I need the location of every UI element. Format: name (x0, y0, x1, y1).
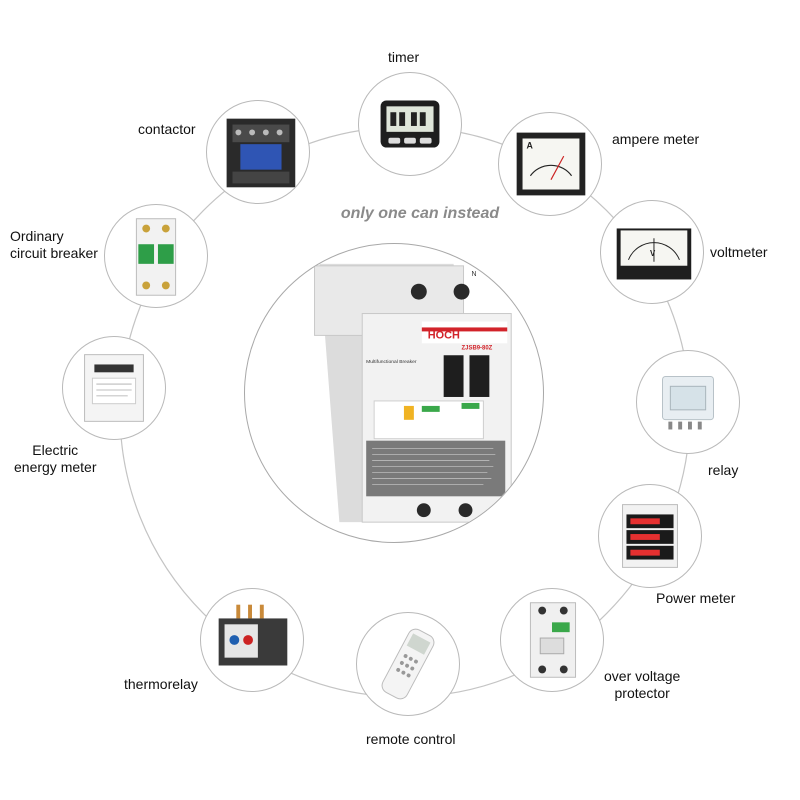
power-meter-node (598, 484, 702, 588)
ordinary-circuit-breaker-node (104, 204, 208, 308)
electric-energy-meter-icon (84, 354, 144, 422)
tagline: only one can instead (340, 205, 500, 222)
electric-energy-meter-label: Electric energy meter (14, 442, 97, 475)
electric-energy-meter-node (62, 336, 166, 440)
thermorelay-node (200, 588, 304, 692)
neutral-mark: N (471, 271, 476, 278)
voltmeter-label: voltmeter (710, 244, 768, 260)
ampere-meter-label: ampere meter (612, 131, 700, 147)
thermorelay-icon (218, 604, 288, 666)
relay-node (636, 350, 740, 454)
remote-control-icon (381, 628, 435, 700)
central-product-circle: N HOCH ZJSB9-80Z Multifunctional Breaker (244, 243, 544, 543)
contactor-icon (226, 118, 296, 188)
front-label: Multifunctional Breaker (366, 359, 417, 365)
over-voltage-protector-icon (529, 602, 577, 678)
remote-control-node (356, 612, 460, 716)
brand-logo-text: HOCH (428, 329, 460, 341)
svg-text:V: V (650, 249, 656, 258)
ordinary-circuit-breaker-label: Ordinary circuit breaker (10, 228, 98, 261)
timer-node (358, 72, 462, 176)
timer-label: timer (388, 49, 420, 65)
voltmeter-icon: V (616, 228, 692, 280)
model-text: ZJSB9-80Z (462, 345, 493, 351)
power-meter-label: Power meter (656, 590, 736, 606)
contactor-node (206, 100, 310, 204)
power-meter-icon (622, 504, 678, 568)
timer-icon (380, 100, 440, 148)
ampere-meter-node: A (498, 112, 602, 216)
remote-control-label: remote control (366, 731, 456, 747)
ordinary-circuit-breaker-icon (135, 218, 177, 296)
ampere-meter-icon: A (516, 132, 586, 196)
over-voltage-protector-label: over voltage protector (604, 668, 681, 701)
thermorelay-label: thermorelay (124, 676, 198, 692)
contactor-label: contactor (138, 121, 196, 137)
voltmeter-node: V (600, 200, 704, 304)
multifunction-breaker-illustration: N HOCH ZJSB9-80Z Multifunctional Breaker (314, 263, 512, 539)
svg-text:A: A (526, 140, 533, 150)
over-voltage-protector-node (500, 588, 604, 692)
relay-label: relay (708, 462, 739, 478)
relay-icon (662, 376, 714, 430)
